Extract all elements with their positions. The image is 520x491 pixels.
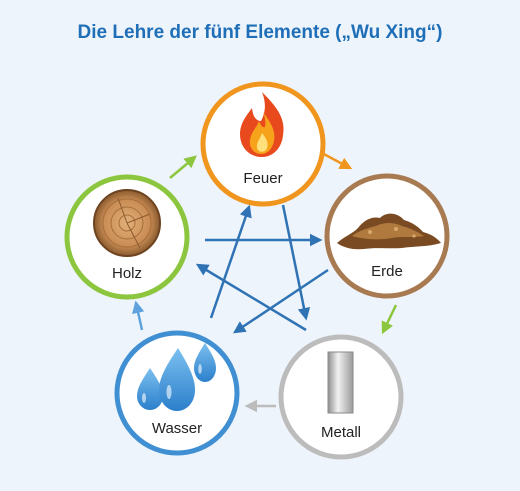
arrow-wasser-to-holz [132, 300, 145, 331]
earth-pile-icon [337, 213, 441, 250]
arrow-feuer-to-erde [319, 150, 353, 170]
arrow-metall-to-holz [195, 263, 307, 332]
arrow-wasser-to-feuer [209, 204, 252, 319]
control-cycle-arrows [195, 204, 329, 334]
element-metall: Metall [278, 334, 404, 460]
label-erde: Erde [371, 263, 403, 280]
water-drops-icon [137, 343, 216, 411]
page-title: Die Lehre der fünf Elemente („Wu Xing“) [77, 22, 443, 43]
generating-cycle-arrows [132, 150, 398, 413]
element-erde: Erde [324, 173, 450, 299]
label-metall: Metall [321, 424, 361, 441]
arrow-erde-to-wasser [232, 268, 329, 334]
element-feuer: Feuer [200, 81, 326, 207]
element-wasser: Wasser [114, 330, 240, 456]
element-holz: Holz [64, 174, 190, 300]
arrow-holz-to-feuer [169, 155, 197, 179]
label-holz: Holz [112, 265, 142, 282]
flame-icon [240, 92, 284, 157]
metal-bar-icon [327, 351, 354, 414]
arrow-erde-to-metall [381, 304, 398, 335]
wood-log-icon [93, 189, 161, 257]
arrow-feuer-to-metall [281, 204, 311, 321]
label-feuer: Feuer [243, 170, 282, 187]
label-wasser: Wasser [152, 420, 202, 437]
